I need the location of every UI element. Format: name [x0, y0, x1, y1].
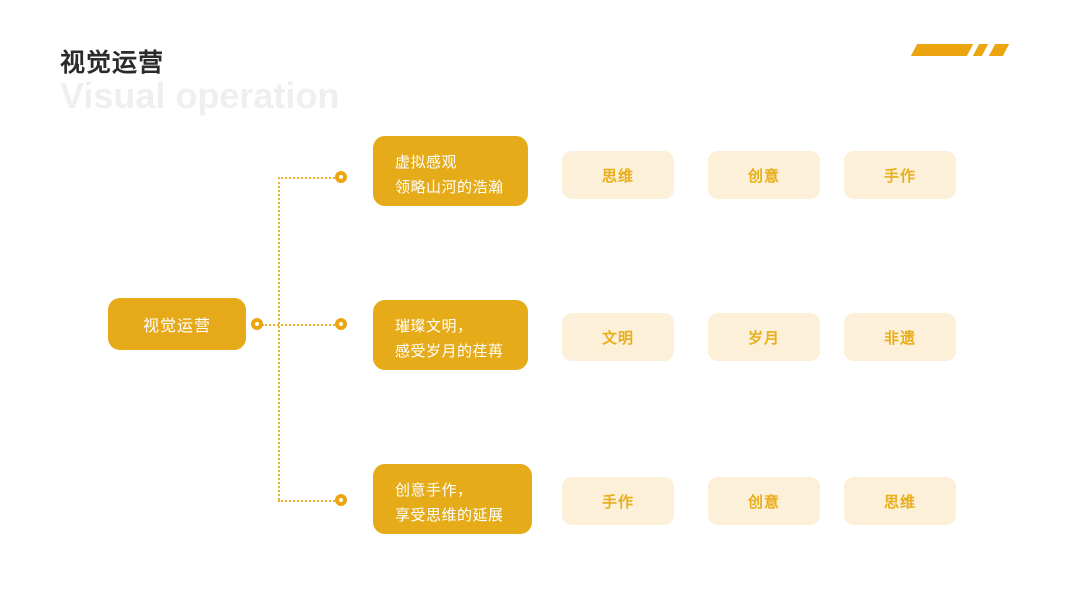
tag-branch-1-item-1[interactable]: 思维 [562, 151, 674, 199]
page-title-chinese: 视觉运营 [60, 49, 165, 77]
connector-branch-3-horizontal [278, 500, 342, 502]
connector-dot-branch-3 [335, 494, 347, 506]
tag-branch-3-item-3[interactable]: 思维 [844, 477, 956, 525]
connector-branch-1-horizontal [278, 177, 342, 179]
connector-root-horizontal [262, 324, 342, 326]
connector-dot-branch-2 [335, 318, 347, 330]
branch-card-2-line2: 感受岁月的荏苒 [395, 343, 504, 360]
page-title-english: Visual operation [60, 75, 340, 116]
connector-dot-branch-1 [335, 171, 347, 183]
tag-branch-3-item-2[interactable]: 创意 [708, 477, 820, 525]
connector-spine-vertical [278, 177, 280, 500]
branch-card-3-line1: 创意手作， [395, 482, 473, 499]
branch-card-2[interactable]: 璀璨文明， 感受岁月的荏苒 [373, 300, 528, 370]
tag-branch-3-item-1[interactable]: 手作 [562, 477, 674, 525]
connector-dot-root [251, 318, 263, 330]
branch-card-2-line1: 璀璨文明， [395, 318, 473, 335]
page-header: Visual operation 视觉运营 [60, 48, 580, 118]
tag-branch-1-item-3[interactable]: 手作 [844, 151, 956, 199]
branch-card-3-line2: 享受思维的延展 [395, 507, 504, 524]
branch-card-1-line1: 虚拟感观 [395, 154, 458, 171]
branch-card-1-line2: 领略山河的浩瀚 [395, 179, 504, 196]
tag-branch-1-item-2[interactable]: 创意 [708, 151, 820, 199]
root-node[interactable]: 视觉运营 [108, 298, 246, 350]
tag-branch-2-item-2[interactable]: 岁月 [708, 313, 820, 361]
root-node-label: 视觉运营 [142, 318, 211, 335]
branch-card-1[interactable]: 虚拟感观 领略山河的浩瀚 [373, 136, 528, 206]
tag-branch-2-item-1[interactable]: 文明 [562, 313, 674, 361]
branch-card-3[interactable]: 创意手作， 享受思维的延展 [373, 464, 532, 534]
tag-branch-2-item-3[interactable]: 非遗 [844, 313, 956, 361]
